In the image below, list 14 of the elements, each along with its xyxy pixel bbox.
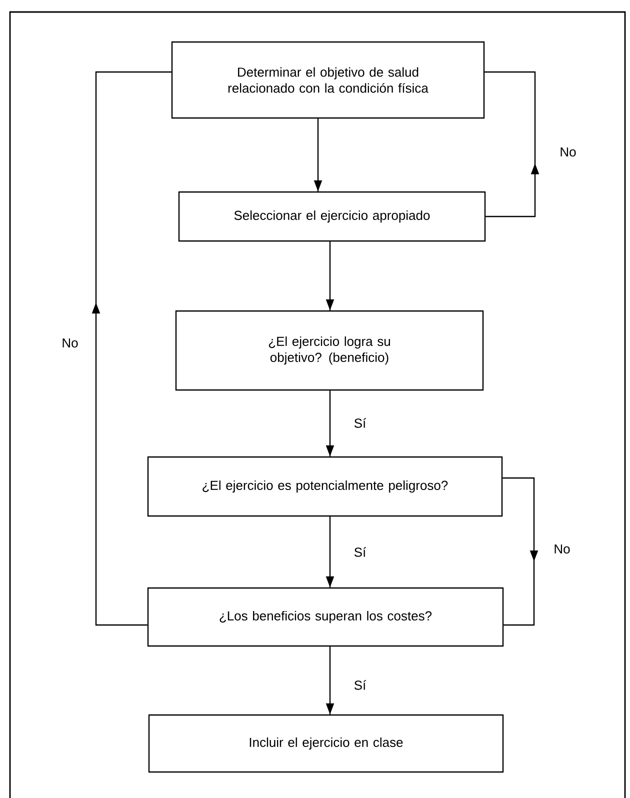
process-box: Seleccionar el ejercicio apropiado [178,191,486,242]
arrow [502,477,538,626]
edge-label: No [560,147,576,157]
edge-label: Sí [354,418,366,428]
edge-label: Sí [354,547,366,557]
process-box: ¿El ejercicio es potencialmente peligroso? [147,456,503,517]
process-box: ¿Los beneficios superan los costes? [147,587,504,647]
edge-label: No [554,544,570,554]
process-box: Determinar el objetivo de salud relacionado con la condición física [171,41,485,119]
edge-label: Sí [354,680,366,690]
edge-label: No [62,338,78,348]
process-box: ¿El ejercicio logra su objetivo? (beneficio) [175,310,484,391]
arrow [92,71,172,626]
process-box: Incluir el ejercicio en clase [148,714,504,773]
